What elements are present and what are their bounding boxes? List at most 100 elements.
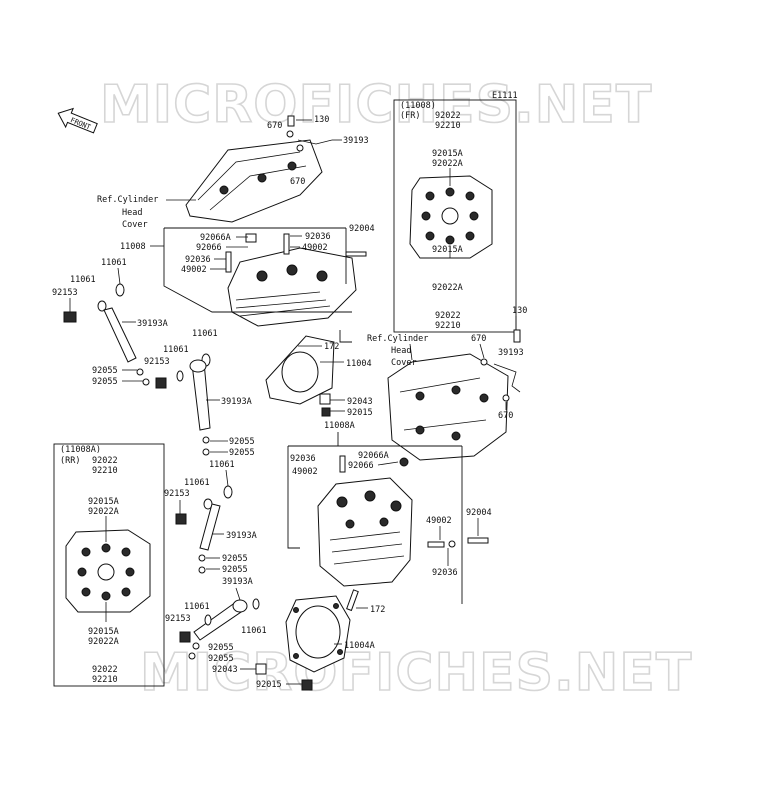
inset-front-head (409, 175, 493, 259)
callout-92055: 92055 (208, 654, 234, 664)
inset-rear-label-0: 92022 (92, 456, 118, 466)
callout-130: 130 (512, 306, 527, 316)
callout-92066A: 92066A (200, 233, 231, 243)
callout-11061: 11061 (209, 460, 235, 470)
callout-11061: 11061 (241, 626, 267, 636)
oil-tube-front-left (103, 307, 137, 363)
inset-rear-code: (11008A) (60, 445, 101, 455)
callout-92055: 92055 (229, 448, 255, 458)
callout-92153: 92153 (52, 288, 78, 298)
inset-front-label-1: 92210 (435, 121, 461, 131)
callout-172: 172 (324, 342, 339, 352)
inset-rear-label-5: 92022A (88, 637, 119, 647)
callout-11004: 11004 (346, 359, 372, 369)
inset-front-frame (393, 99, 517, 333)
inset-rear-label-7: 92210 (92, 675, 118, 685)
callout-92153: 92153 (165, 614, 191, 624)
callout-92036: 92036 (290, 454, 316, 464)
inset-rear-label-6: 92022 (92, 665, 118, 675)
callout-11061: 11061 (101, 258, 127, 268)
callout-92153: 92153 (164, 489, 190, 499)
callout-92043: 92043 (347, 397, 373, 407)
oil-tube-front-center (189, 359, 211, 431)
inset-front-label-2: 92015A (432, 149, 463, 159)
callout-11008: 11008 (120, 242, 146, 252)
inset-front-code: (11008) (400, 101, 436, 111)
callout-11061: 11061 (192, 329, 218, 339)
inset-front-label-4: 92015A (432, 245, 463, 255)
callout-92015: 92015 (347, 408, 373, 418)
callout-92055: 92055 (92, 377, 118, 387)
callout-49002: 49002 (426, 516, 452, 526)
callout-39193A: 39193A (221, 397, 252, 407)
callout-92066A: 92066A (358, 451, 389, 461)
callout-11061: 11061 (163, 345, 189, 355)
inset-front-label-3: 92022A (432, 159, 463, 169)
inset-rear-label-3: 92022A (88, 507, 119, 517)
ref-cover-line1: Ref.Cylinder (367, 334, 428, 344)
inset-front-label-0: 92022 (435, 111, 461, 121)
bolt-130-front (286, 115, 333, 152)
callout-11061: 11061 (184, 478, 210, 488)
callout-92055: 92055 (92, 366, 118, 376)
callout-92036: 92036 (432, 568, 458, 578)
callout-49002: 49002 (302, 243, 328, 253)
ref-cover-line2: Head (391, 346, 411, 356)
watermark-bottom: MICROFICHES.NET (140, 643, 692, 703)
callout-11061: 11061 (70, 275, 96, 285)
inset-rear-label-1: 92210 (92, 466, 118, 476)
front-arrow-icon: FRONT (57, 107, 98, 134)
watermark-top: MICROFICHES.NET (100, 75, 652, 135)
callout-172: 172 (370, 605, 385, 615)
callout-11008A: 11008A (324, 421, 355, 431)
callout-39193A: 39193A (137, 319, 168, 329)
callout-670: 670 (471, 334, 486, 344)
ref-cover-line2: Head (122, 208, 142, 218)
ref-cover-line3: Cover (391, 358, 417, 368)
callout-39193: 39193 (498, 348, 524, 358)
callout-92066: 92066 (196, 243, 222, 253)
callout-49002: 49002 (292, 467, 318, 477)
inset-rear-head (65, 529, 151, 613)
front-cylinder-head (225, 233, 357, 327)
callout-92043: 92043 (212, 665, 238, 675)
callout-92055: 92055 (222, 565, 248, 575)
rear-cylinder-head (317, 477, 413, 587)
callout-670: 670 (267, 121, 282, 131)
ref-cover-line1: Ref.Cylinder (97, 195, 158, 205)
callout-92055: 92055 (222, 554, 248, 564)
callout-49002: 49002 (181, 265, 207, 275)
callout-39193A: 39193A (222, 577, 253, 587)
callout-92055: 92055 (229, 437, 255, 447)
callout-92036: 92036 (185, 255, 211, 265)
callout-11061: 11061 (184, 602, 210, 612)
ref-cover-line3: Cover (122, 220, 148, 230)
callout-92066: 92066 (348, 461, 374, 471)
inset-rear-label-2: 92015A (88, 497, 119, 507)
inset-front-label-6: 92022 (435, 311, 461, 321)
inset-front-label-5: 92022A (432, 283, 463, 293)
oil-tube-rear-left (199, 503, 221, 551)
head-gasket-rear (285, 595, 351, 673)
callout-670: 670 (290, 177, 305, 187)
inset-rear-side: (RR) (60, 456, 80, 466)
callout-670: 670 (498, 411, 513, 421)
callout-92004: 92004 (466, 508, 492, 518)
callout-39193: 39193 (343, 136, 369, 146)
callout-92004: 92004 (349, 224, 375, 234)
head-gasket-front (265, 335, 335, 405)
callout-130: 130 (314, 115, 329, 125)
front-head-cover (185, 139, 323, 223)
inset-rear-frame (53, 443, 165, 687)
callout-92153: 92153 (144, 357, 170, 367)
callout-39193A: 39193A (226, 531, 257, 541)
callout-92055: 92055 (208, 643, 234, 653)
inset-rear-label-4: 92015A (88, 627, 119, 637)
inset-front-label-7: 92210 (435, 321, 461, 331)
diagram-code: E1111 (492, 91, 518, 101)
callout-92036: 92036 (305, 232, 331, 242)
callout-11004A: 11004A (344, 641, 375, 651)
inset-front-side: (FR) (400, 111, 420, 121)
callout-92015: 92015 (256, 680, 282, 690)
